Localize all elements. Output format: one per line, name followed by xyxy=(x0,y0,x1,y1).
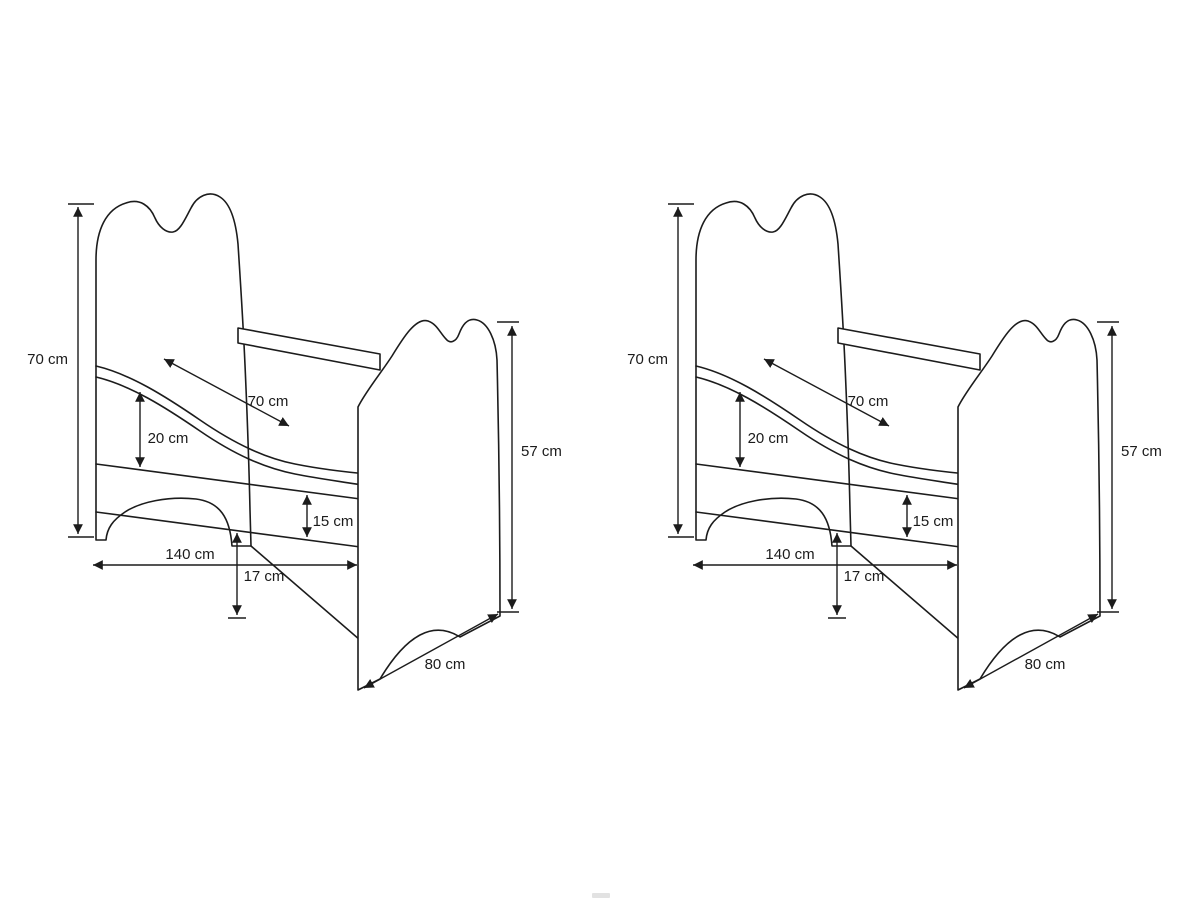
page-artifact xyxy=(592,893,610,898)
dim-label-rail-height: 20 cm xyxy=(748,430,789,447)
dim-label-width: 80 cm xyxy=(425,656,466,673)
bed-drawing: 70 cm 70 cm 20 cm 15 cm 17 cm 140 cm 80 … xyxy=(627,0,1162,900)
dim-label-clearance: 17 cm xyxy=(844,568,885,585)
dim-label-clearance: 17 cm xyxy=(244,568,285,585)
dim-label-base-height: 15 cm xyxy=(313,513,354,530)
dim-label-headboard-height: 70 cm xyxy=(627,351,668,368)
bed-diagram-left: 70 cm 70 cm 20 cm 15 cm 17 cm 140 cm 80 … xyxy=(27,0,562,900)
dim-label-length: 140 cm xyxy=(165,546,214,563)
dim-label-inner-width: 70 cm xyxy=(848,393,889,410)
dim-label-length: 140 cm xyxy=(765,546,814,563)
bed-drawing: 70 cm 70 cm 20 cm 15 cm 17 cm 140 cm 80 … xyxy=(27,0,562,900)
dim-label-inner-width: 70 cm xyxy=(248,393,289,410)
bed-diagram-right: 70 cm 70 cm 20 cm 15 cm 17 cm 140 cm 80 … xyxy=(600,0,1200,900)
dim-label-rail-height: 20 cm xyxy=(148,430,189,447)
dim-label-headboard-height: 70 cm xyxy=(27,351,68,368)
dim-label-base-height: 15 cm xyxy=(913,513,954,530)
dim-label-width: 80 cm xyxy=(1025,656,1066,673)
dim-label-footboard-height: 57 cm xyxy=(1121,443,1162,460)
dim-label-footboard-height: 57 cm xyxy=(521,443,562,460)
